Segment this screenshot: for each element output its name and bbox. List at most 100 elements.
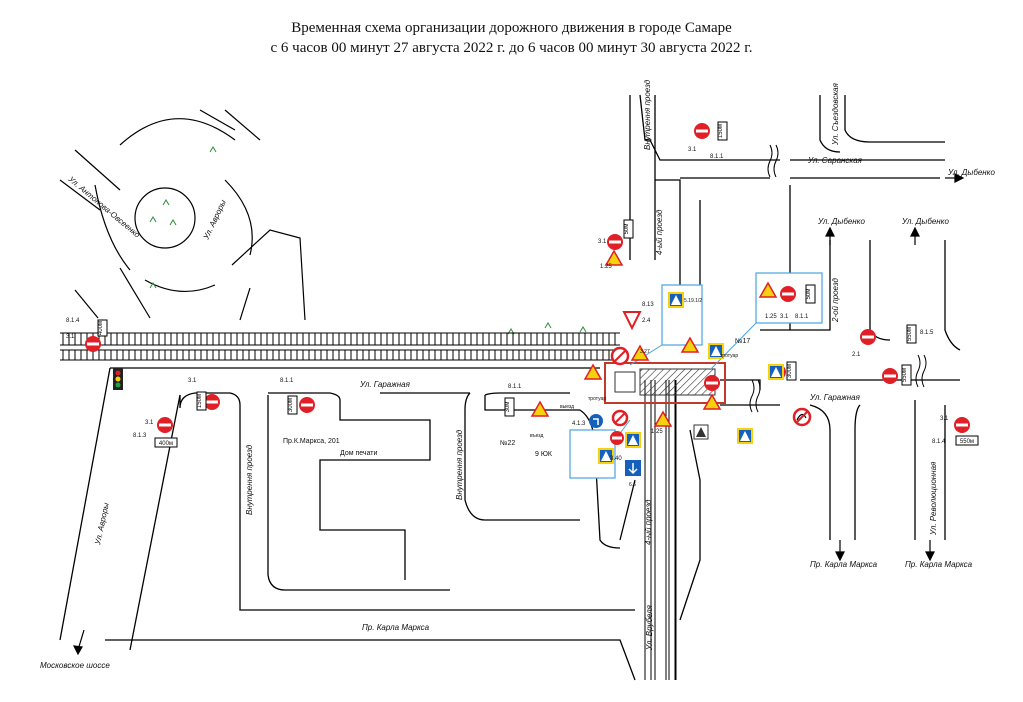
no-turn-sign-icon bbox=[610, 346, 630, 366]
sign-code: 3.1 bbox=[598, 239, 607, 245]
sign-code: 8.1.1 bbox=[795, 314, 809, 320]
crosswalk-sign-icon bbox=[693, 424, 709, 440]
street-name: Внутрення проезд bbox=[643, 79, 652, 150]
no-entry-sign-icon bbox=[299, 397, 315, 413]
svg-text:50м: 50м bbox=[624, 224, 630, 235]
sign-code: 2.4 bbox=[642, 318, 651, 324]
railway bbox=[60, 332, 677, 680]
sign-code: 8.1.3 bbox=[133, 433, 147, 439]
no-turn-sign-icon bbox=[611, 409, 629, 427]
mandatory-signs bbox=[589, 414, 641, 476]
distance-plate: 300м bbox=[786, 361, 797, 381]
distance-plates: 150м 50м 400м 400м 150м 300м 30м 300м 50… bbox=[97, 121, 979, 448]
svg-text:300м: 300м bbox=[288, 398, 294, 412]
sign-code: 8.1.1 bbox=[508, 384, 522, 390]
street-name: Ул. Дыбенко bbox=[947, 168, 995, 177]
road-works-sign-icon bbox=[583, 363, 603, 380]
sign-code: 8.1.4 bbox=[66, 318, 80, 324]
sign-code: 3.1 bbox=[688, 147, 697, 153]
no-entry-sign-icon bbox=[607, 234, 623, 250]
no-entry-sign-icon bbox=[85, 336, 101, 352]
turn-left-sign-icon bbox=[589, 414, 603, 428]
street-name: Пр. Карла Маркса bbox=[362, 623, 430, 632]
svg-text:150м: 150м bbox=[718, 124, 724, 138]
crosswalk-sign-icon bbox=[625, 432, 641, 448]
sign-code: 3.1 bbox=[780, 314, 789, 320]
street-name: Московское шоссе bbox=[40, 661, 110, 670]
no-entry-sign-icon bbox=[954, 417, 970, 433]
sign-code: 8.13 bbox=[642, 302, 654, 308]
road-works-sign-icon bbox=[604, 249, 624, 266]
building-label: Дом печати bbox=[340, 450, 378, 457]
distance-plate: 550м bbox=[906, 324, 917, 344]
road-works-sign-icon bbox=[702, 393, 722, 410]
no-entry-sign-icon bbox=[694, 123, 710, 139]
distance-plate: 550м bbox=[901, 364, 912, 386]
svg-text:150м: 150м bbox=[197, 394, 203, 408]
sign-codes: 3.1 8.1.4 3.1 8.1.3 3.1 8.1.1 8.1.1 3.1 … bbox=[66, 147, 949, 488]
distance-plate: 300м bbox=[287, 395, 298, 415]
no-entry-sign-icon bbox=[610, 431, 624, 445]
sign-code: 8.1.5 bbox=[920, 330, 934, 336]
traffic-light-icon bbox=[113, 368, 123, 390]
street-name: Пр. Карла Маркса bbox=[810, 560, 878, 569]
sign-code: 1.25 bbox=[765, 314, 777, 320]
building-label: Пр.К.Маркса, 201 bbox=[283, 438, 340, 445]
street-name: 4-ый проезд bbox=[644, 499, 653, 545]
street-name: Внутрення проезд bbox=[455, 429, 464, 500]
no-entry-sign-icon bbox=[704, 375, 720, 391]
area-label: тротуар bbox=[588, 396, 606, 402]
roundabout bbox=[59, 109, 306, 321]
street-name: Ул. Революционная bbox=[929, 461, 938, 536]
street-name: Пр. Карла Маркса bbox=[905, 560, 973, 569]
scheme-title-line1: Временная схема организации дорожного дв… bbox=[291, 20, 732, 36]
street-name: 2-ой проезд bbox=[831, 277, 840, 323]
distance-plate: 550м bbox=[955, 435, 979, 446]
yield-sign-icon bbox=[622, 311, 642, 331]
no-entry-sign-icon bbox=[860, 329, 876, 345]
no-entry-sign-icon bbox=[157, 417, 173, 433]
sign-code: 8.1.1 bbox=[710, 154, 724, 160]
no-entry-sign-icon bbox=[204, 394, 220, 410]
svg-text:50м: 50м bbox=[806, 289, 812, 300]
street-name: Ул. Съездовская bbox=[831, 82, 840, 146]
sign-code: 3.40 bbox=[610, 456, 622, 462]
distance-plate: 50м bbox=[805, 284, 816, 304]
no-turn-sign-icon bbox=[792, 407, 812, 427]
place-labels: Пр.К.Маркса, 201 Дом печати №22 9 ЮК №17… bbox=[283, 338, 750, 458]
distance-plate: 150м bbox=[196, 391, 207, 411]
street-name: Ул. Гаражная bbox=[809, 393, 861, 402]
building-label: №17 bbox=[735, 338, 750, 345]
street-name: Внутрення проезд bbox=[245, 444, 254, 515]
street-name: Ул. Дыбенко bbox=[817, 217, 865, 226]
road-works-sign-icon bbox=[630, 344, 650, 361]
no-entry-sign-icon bbox=[882, 368, 898, 384]
direction-arrows bbox=[72, 173, 965, 656]
road-works-sign-icon bbox=[758, 281, 778, 298]
no-entry-sign-icon bbox=[780, 286, 796, 302]
road-works-sign-icon bbox=[530, 400, 550, 417]
svg-text:400м: 400м bbox=[159, 441, 173, 447]
trees bbox=[149, 146, 587, 335]
building-label: 9 ЮК bbox=[535, 451, 553, 458]
sign-code: 4.1.3 bbox=[572, 421, 586, 427]
street-name: Ул. Дыбенко bbox=[901, 217, 949, 226]
sign-code: 8.1.4 bbox=[932, 439, 946, 445]
sign-code: 1.25 bbox=[600, 264, 612, 270]
sign-code: 3.1 bbox=[188, 378, 197, 384]
crosswalk-signs bbox=[598, 292, 784, 464]
street-names: Ул. Антонова-Овсеенко Ул. Авроры Ул. Авр… bbox=[40, 79, 995, 670]
sign-code: 1.25 bbox=[651, 429, 663, 435]
street-name: Ул. Гаражная bbox=[359, 380, 411, 389]
road-works-signs bbox=[530, 249, 778, 427]
area-label: въезд bbox=[530, 433, 543, 439]
svg-text:550м: 550м bbox=[960, 439, 974, 445]
street-name: Ул. Антонова-Овсеенко bbox=[66, 174, 142, 240]
sign-code: 6.6 bbox=[629, 482, 636, 488]
distance-plate: 400м bbox=[97, 319, 108, 337]
street-name: Ул. Авроры bbox=[201, 198, 228, 241]
road-works-sign-icon bbox=[680, 336, 700, 353]
no-entry-signs bbox=[85, 123, 970, 445]
area-label: тротуар bbox=[720, 353, 738, 359]
